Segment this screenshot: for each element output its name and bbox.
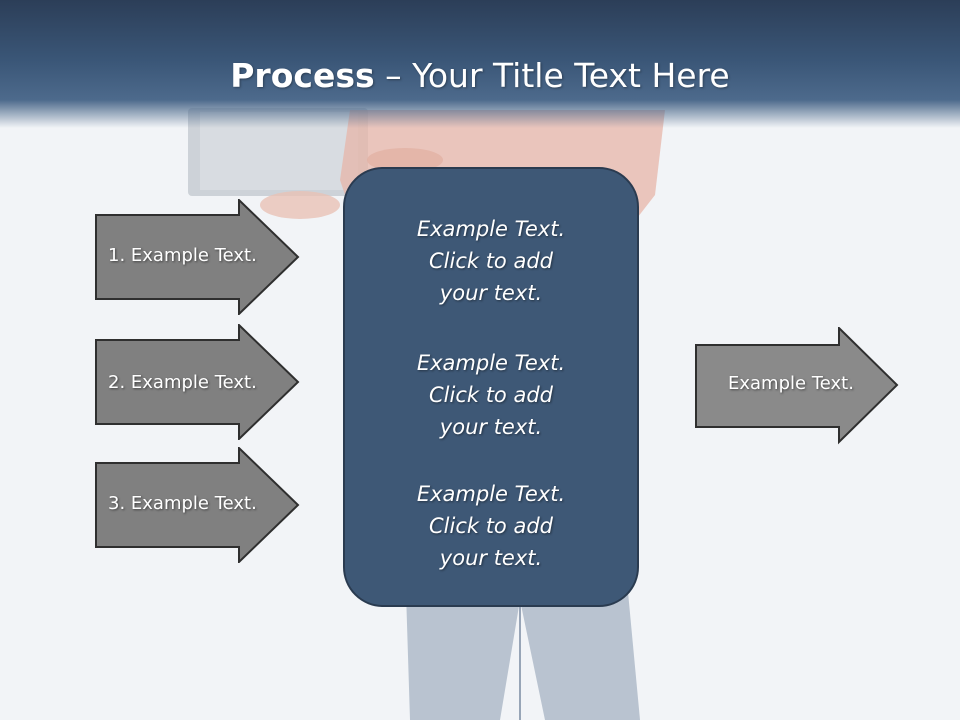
para-line: Click to add xyxy=(428,383,553,407)
arrow-right-shape xyxy=(695,325,899,445)
para-line: your text. xyxy=(439,415,543,439)
center-paragraph-3[interactable]: Example Text. Click to add your text. xyxy=(345,478,637,574)
arrow-label: Example Text. xyxy=(728,373,854,394)
center-content-box[interactable]: Example Text. Click to add your text. Ex… xyxy=(343,167,639,607)
slide-title[interactable]: Process – Your Title Text Here xyxy=(0,56,960,96)
center-paragraph-2[interactable]: Example Text. Click to add your text. xyxy=(345,347,637,443)
para-line: Example Text. xyxy=(416,217,566,241)
arrow-right-shape xyxy=(95,445,300,565)
arrow-label: 1. Example Text. xyxy=(108,245,257,266)
para-line: Example Text. xyxy=(416,482,566,506)
para-line: Click to add xyxy=(428,514,553,538)
process-arrow-3[interactable]: 3. Example Text. xyxy=(95,445,301,565)
process-arrow-1[interactable]: 1. Example Text. xyxy=(95,197,301,317)
para-line: your text. xyxy=(439,281,543,305)
arrow-label: 2. Example Text. xyxy=(108,372,257,393)
process-arrow-2[interactable]: 2. Example Text. xyxy=(95,322,301,442)
center-paragraph-1[interactable]: Example Text. Click to add your text. xyxy=(345,213,637,309)
para-line: Example Text. xyxy=(416,351,566,375)
title-rest: – Your Title Text Here xyxy=(374,56,730,95)
para-line: Click to add xyxy=(428,249,553,273)
title-bar xyxy=(0,0,960,128)
output-arrow[interactable]: Example Text. xyxy=(695,325,901,445)
arrow-label: 3. Example Text. xyxy=(108,493,257,514)
arrow-right-shape xyxy=(95,197,300,317)
para-line: your text. xyxy=(439,546,543,570)
arrow-right-shape xyxy=(95,322,300,442)
title-bold: Process xyxy=(230,56,375,95)
